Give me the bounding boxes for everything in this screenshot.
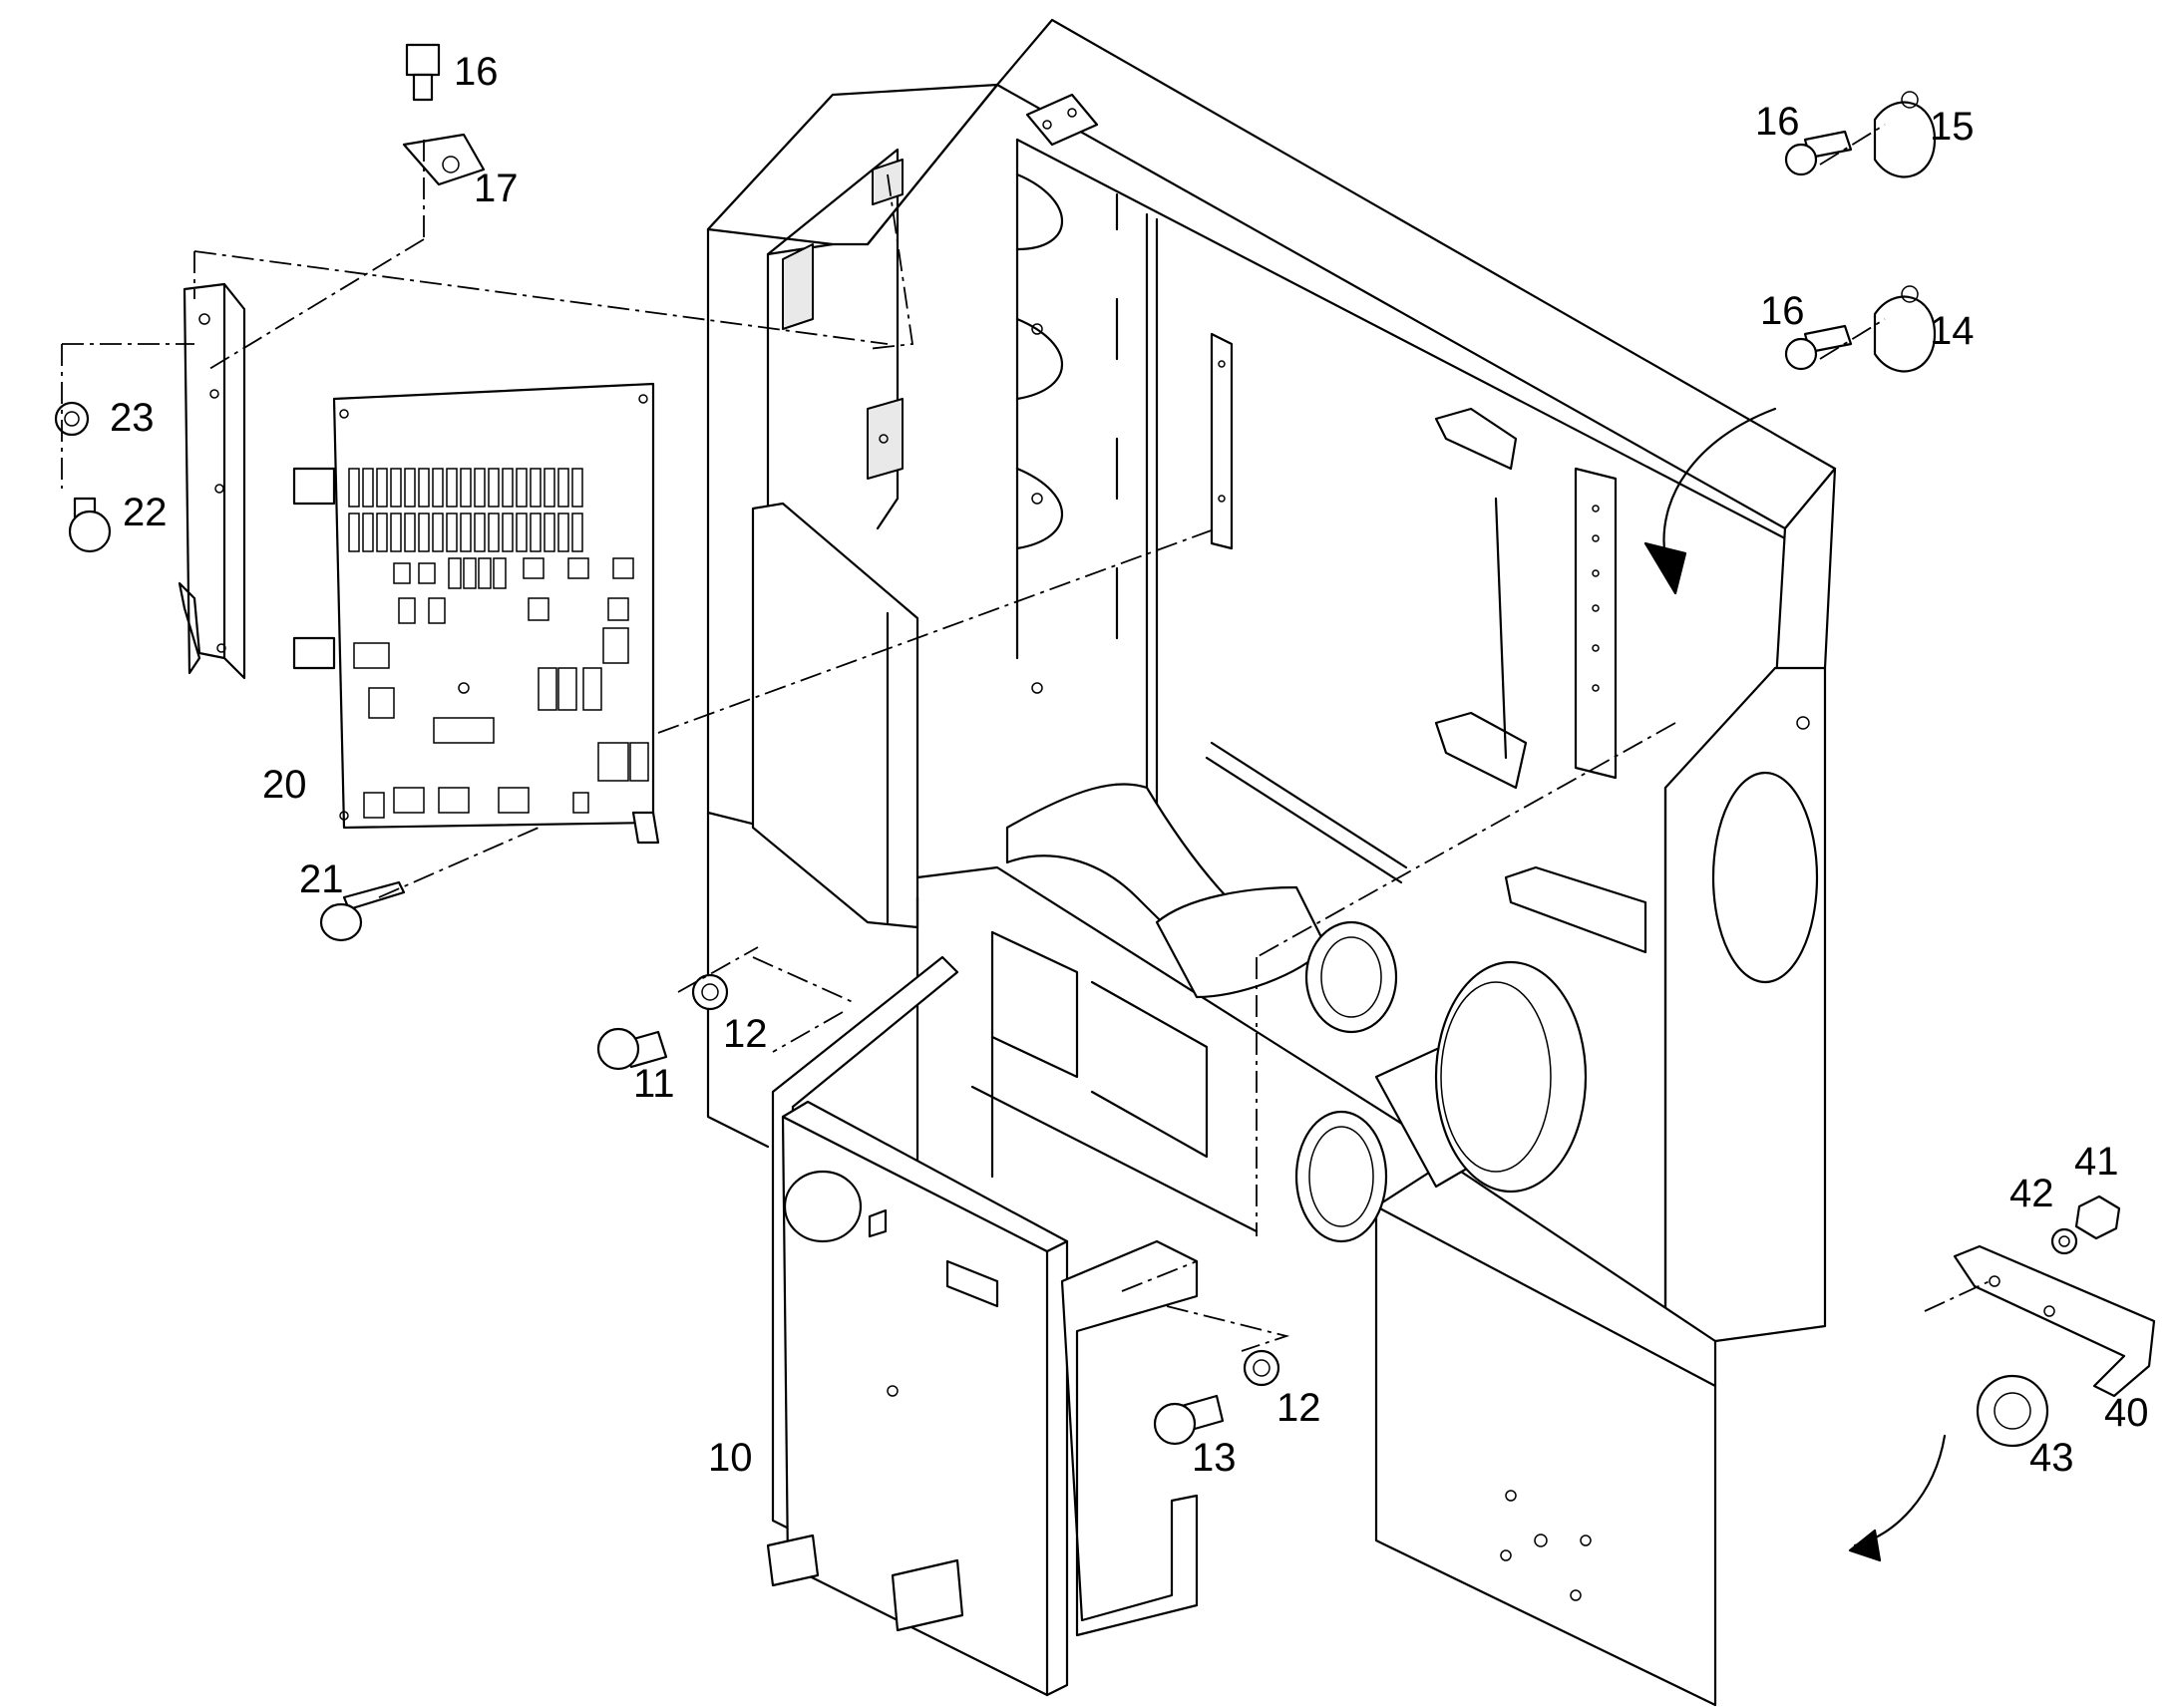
callout-16-top: 16 [454,50,499,94]
callout-11: 11 [633,1062,675,1106]
callout-17: 17 [474,167,519,210]
housing-frame [706,18,1947,1707]
callout-41: 41 [2074,1140,2119,1184]
circuit-board-part-20 [292,382,660,845]
callout-16-upper-right: 16 [1755,100,1800,144]
control-box-part-10 [766,955,1199,1697]
callout-21: 21 [299,857,344,901]
callout-20: 20 [262,763,307,807]
callout-16-mid-right: 16 [1760,289,1805,333]
callout-12-right: 12 [1276,1386,1321,1430]
callout-13: 13 [1192,1436,1237,1480]
leader-lines [61,124,1991,1352]
callout-labels: 16 17 23 22 20 21 12 11 10 12 13 16 15 1… [110,50,2149,1480]
hardware-parts [54,91,2156,1448]
callout-40: 40 [2104,1391,2149,1435]
callout-12-left: 12 [723,1012,768,1056]
callout-22: 22 [123,491,168,534]
callout-14: 14 [1930,309,1975,353]
callout-10: 10 [708,1436,753,1480]
callout-42: 42 [2009,1172,2054,1215]
callout-15: 15 [1930,105,1975,149]
callout-23: 23 [110,396,155,440]
callout-43: 43 [2029,1436,2074,1480]
